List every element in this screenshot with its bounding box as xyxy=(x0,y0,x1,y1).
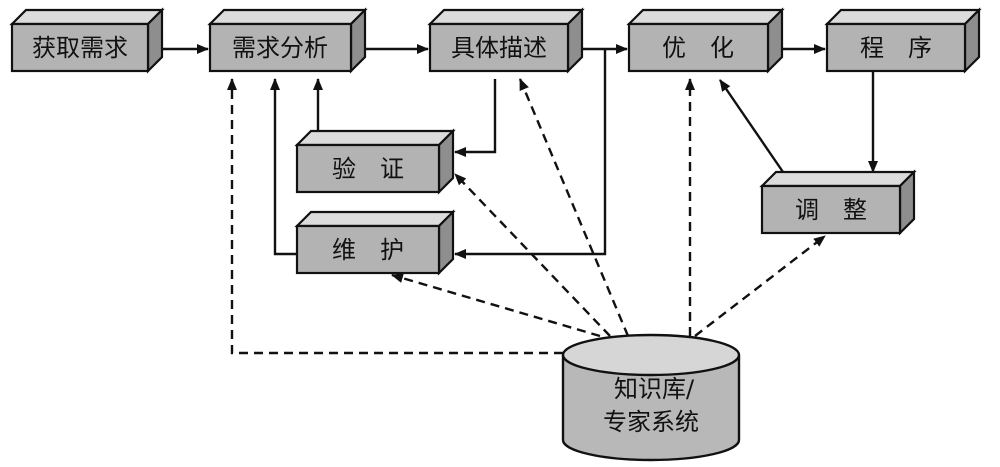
edge-knowledge-to-maintain xyxy=(391,273,601,338)
node-requirement-analysis: 需求分析 xyxy=(207,7,368,74)
edge-knowledge-to-adjust xyxy=(694,235,826,337)
node-optimize-label: 优 化 xyxy=(662,34,734,62)
edge-knowledge-to-verify xyxy=(454,173,611,337)
node-describe-label: 具体描述 xyxy=(451,34,547,62)
node-maintain-label: 维 护 xyxy=(332,236,404,264)
edge-describe-to-verify xyxy=(454,79,497,157)
edge-knowledge-to-describe xyxy=(518,78,630,337)
node-knowledge-base-cylinder: 知识库/ 专家系统 xyxy=(561,333,741,462)
edge-adjust-to-optimize xyxy=(719,79,784,173)
cylinder-body xyxy=(561,355,741,462)
edge-knowledge-to-analysis xyxy=(227,78,563,355)
edges xyxy=(162,44,878,355)
node-specific-description: 具体描述 xyxy=(427,7,585,74)
node-maintain: 维 护 xyxy=(294,209,456,276)
node-acquire-requirements: 获取需求 xyxy=(9,7,165,74)
node-program-label: 程 序 xyxy=(860,34,932,62)
node-acquire-label: 获取需求 xyxy=(32,34,128,62)
knowledge-label-line1: 知识库/ xyxy=(614,375,695,403)
node-optimize: 优 化 xyxy=(626,7,785,74)
node-program: 程 序 xyxy=(824,7,982,74)
node-verify-label: 验 证 xyxy=(332,155,404,183)
cylinder-top xyxy=(561,333,741,377)
node-adjust-label: 调 整 xyxy=(795,196,867,224)
edge-maintain-to-analysis xyxy=(270,78,297,256)
node-analysis-label: 需求分析 xyxy=(232,34,328,62)
knowledge-label-line2: 专家系统 xyxy=(603,408,699,436)
node-verify: 验 证 xyxy=(294,128,456,195)
node-adjust: 调 整 xyxy=(759,169,917,236)
edge-branch-to-maintain xyxy=(454,49,607,259)
